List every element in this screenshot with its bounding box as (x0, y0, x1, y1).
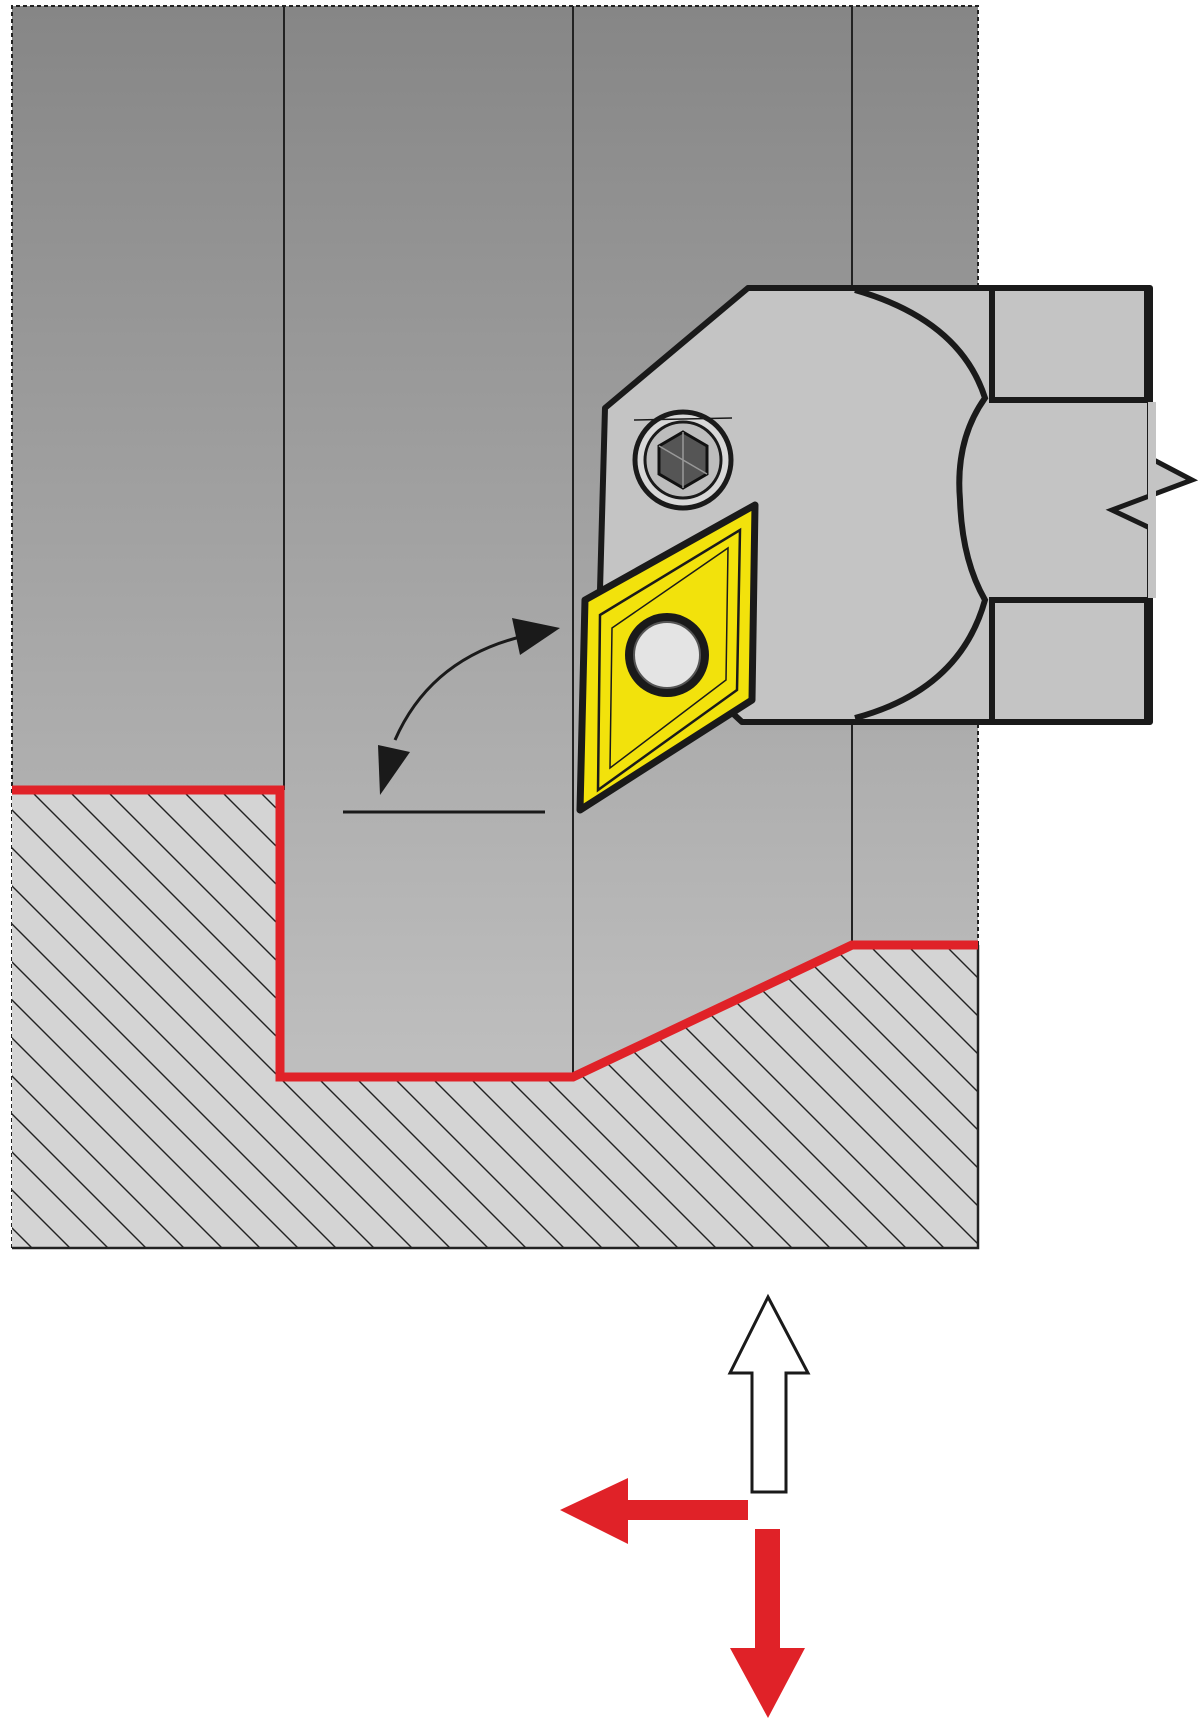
double-arrow-arc-icon (343, 618, 560, 814)
bore-dashed-outline (11, 5, 979, 1248)
machined-profile-line (12, 785, 978, 1082)
arrow-down-red-icon (730, 1529, 805, 1718)
arrow-left-red-icon (560, 1478, 748, 1544)
diamond-insert (576, 501, 759, 814)
arrow-up-outline-icon (727, 1293, 811, 1494)
hex-socket-screw-icon (632, 409, 734, 511)
